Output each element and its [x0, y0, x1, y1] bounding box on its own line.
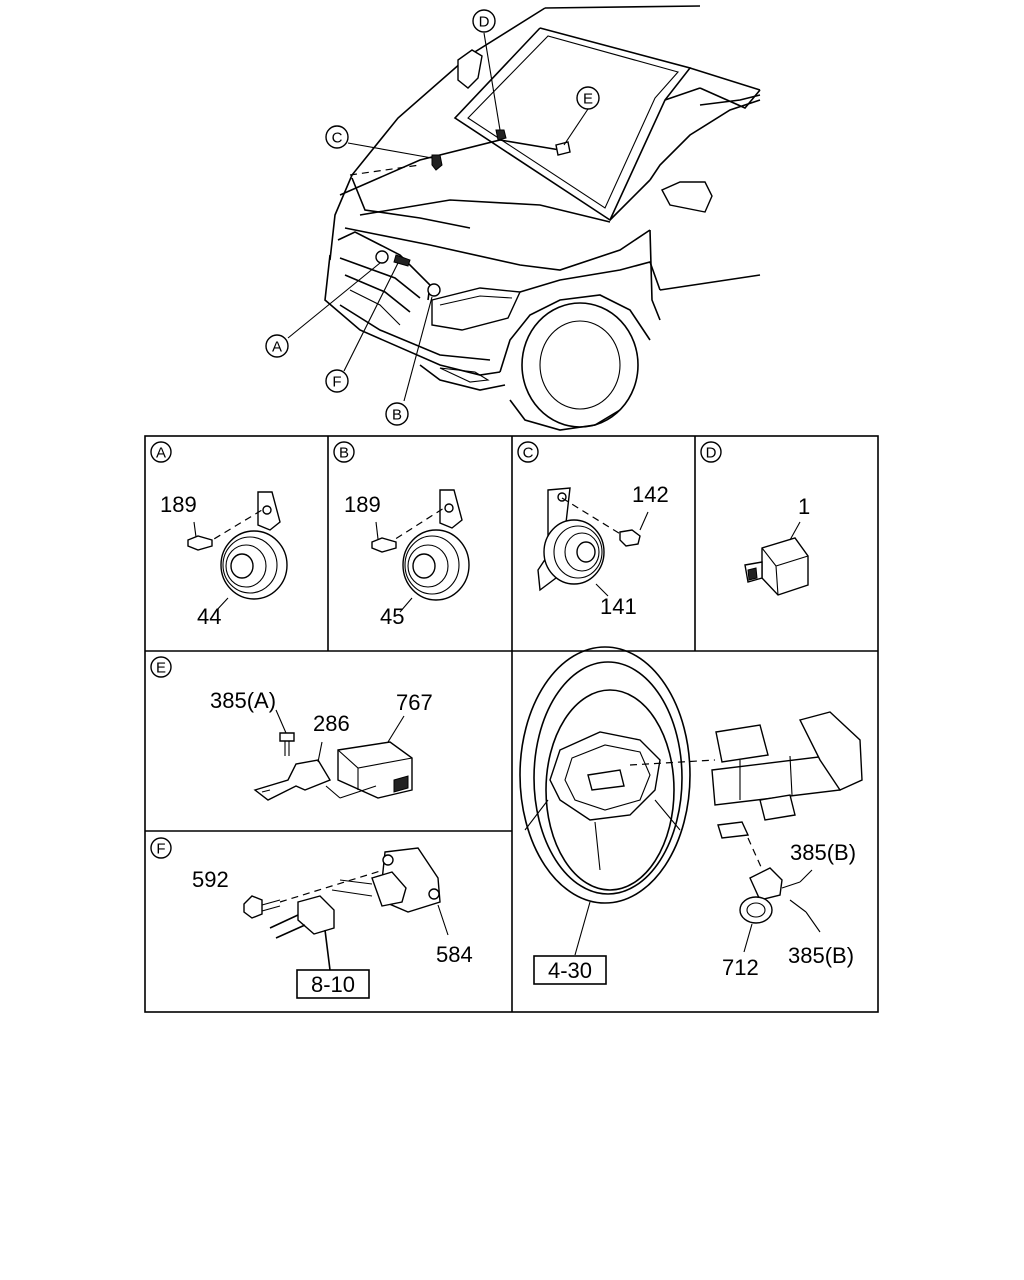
panel-e-letter: E [156, 660, 166, 677]
part-767: 767 [396, 690, 433, 715]
panel-b: B 189 45 [333, 441, 470, 629]
part-189-b: 189 [344, 492, 381, 517]
svg-text:F: F [332, 374, 341, 391]
panel-steering: 385(B) 712 385(B) 4-30 [519, 646, 863, 985]
overview-callout-a: A [265, 334, 289, 358]
part-286: 286 [313, 711, 350, 736]
svg-text:B: B [392, 407, 402, 424]
part-189-a: 189 [160, 492, 197, 517]
overview-callout-e: E [576, 86, 600, 110]
svg-text:E: E [583, 91, 593, 108]
panel-c-letter: C [523, 445, 534, 462]
panel-d: D 1 [700, 441, 810, 596]
svg-text:C: C [332, 130, 343, 147]
part-385a: 385(A) [210, 688, 276, 713]
part-592: 592 [192, 867, 229, 892]
part-1: 1 [798, 494, 810, 519]
svg-text:A: A [272, 339, 282, 356]
overview-callout-f: F [325, 369, 349, 393]
panel-f-letter: F [156, 841, 165, 858]
panel-e: E 385(A) 286 767 [150, 656, 433, 801]
ref-4-30: 4-30 [548, 958, 592, 983]
detail-grid [144, 435, 879, 1013]
overview-callout-d: D [472, 9, 496, 33]
part-44: 44 [197, 604, 221, 629]
panel-a: A 189 44 [150, 441, 288, 629]
ref-8-10: 8-10 [311, 972, 355, 997]
overview-callout-b: B [385, 402, 409, 426]
part-141: 141 [600, 594, 637, 619]
panel-b-letter: B [339, 445, 349, 462]
overview-callout-c: C [325, 125, 349, 149]
part-142: 142 [632, 482, 669, 507]
panel-a-letter: A [156, 445, 166, 462]
panel-c: C 142 141 [517, 441, 669, 619]
part-45: 45 [380, 604, 404, 629]
part-584: 584 [436, 942, 473, 967]
panel-d-letter: D [706, 445, 717, 462]
panel-f: F 592 584 8-10 [150, 837, 473, 999]
vehicle-overview: D E C A F B [265, 5, 761, 431]
part-385b-upper: 385(B) [790, 840, 856, 865]
part-385b-lower: 385(B) [788, 943, 854, 968]
part-712: 712 [722, 955, 759, 980]
svg-text:D: D [479, 14, 490, 31]
